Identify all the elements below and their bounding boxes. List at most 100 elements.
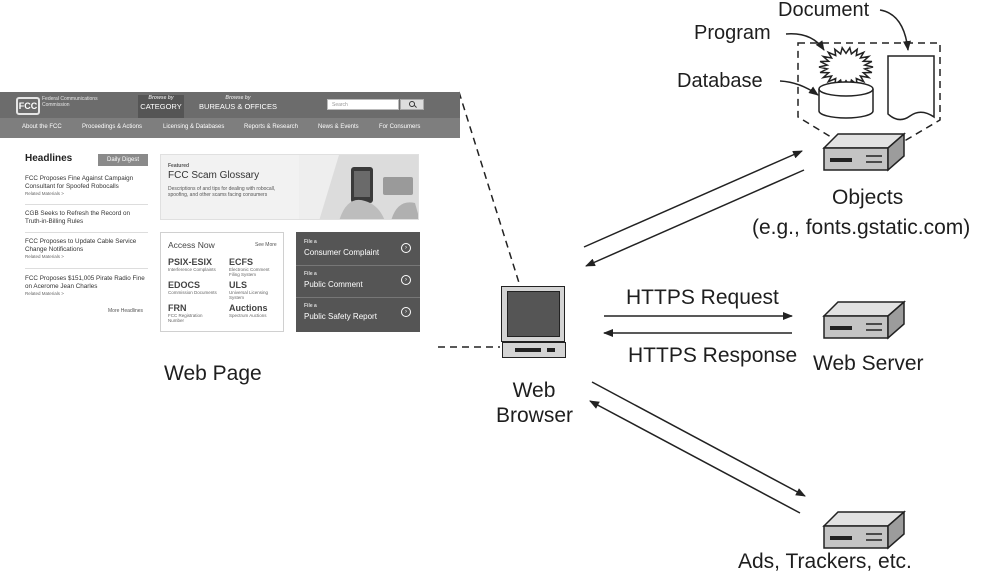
document-label: Document <box>778 0 870 21</box>
access-item[interactable]: ULS Universal Licensing System <box>229 280 279 300</box>
ads-trackers-label: Ads, Trackers, etc. <box>738 550 912 573</box>
access-item[interactable]: FRN FCC Registration Number <box>168 303 218 323</box>
web-browser-label-line2: Browser <box>496 404 574 427</box>
featured-description: Descriptions of and tips for dealing wit… <box>168 186 276 198</box>
access-now-title: Access Now <box>168 240 215 250</box>
web-browser-label-line1: Web <box>512 379 556 402</box>
file-caption: File a <box>304 303 317 309</box>
headline-related[interactable]: Related Materials > <box>25 291 64 296</box>
file-consumer-complaint-button[interactable]: File a Consumer Complaint › <box>296 234 420 266</box>
browse-bureaus-label: BUREAUS & OFFICES <box>199 102 277 111</box>
drive-led <box>547 348 555 352</box>
fcc-logo: FCC <box>16 97 40 115</box>
access-item-desc: Universal Licensing System <box>229 290 269 300</box>
browse-category-caption: Browse by <box>148 95 174 101</box>
arrow-from-objects <box>585 169 805 267</box>
access-item-desc: Spectrum Auctions <box>229 313 267 318</box>
access-now-panel: Access Now See More PSIX-ESIX Interferen… <box>160 232 284 332</box>
headline-related[interactable]: Related Materials > <box>25 254 64 259</box>
access-item-name: ULS <box>229 280 247 290</box>
access-item-desc: Electronic Comment Filing System <box>229 267 270 277</box>
nav-item-reports[interactable]: Reports & Research <box>244 124 299 130</box>
access-item[interactable]: EDOCS Commission Documents <box>168 280 218 295</box>
access-item-desc: FCC Registration Number <box>168 313 203 323</box>
objects-example-label: (e.g., fonts.gstatic.com) <box>752 216 971 239</box>
headline-title: FCC Proposes $151,005 Pirate Radio Fine … <box>25 275 145 290</box>
program-callout <box>785 33 825 51</box>
nav-item-licensing[interactable]: Licensing & Databases <box>163 124 225 130</box>
see-more-link[interactable]: See More <box>255 242 277 248</box>
more-headlines-link[interactable]: More Headlines <box>108 308 144 314</box>
nav-item-about[interactable]: About the FCC <box>22 124 62 130</box>
featured-card[interactable]: Featured FCC Scam Glossary Descriptions … <box>160 154 419 220</box>
file-caption: File a <box>304 271 317 277</box>
phone-photo-image <box>299 155 418 219</box>
objects-label: Objects <box>832 186 904 209</box>
headline-title: CGB Seeks to Refresh the Record on Truth… <box>25 210 130 225</box>
https-response-label: HTTPS Response <box>628 344 798 367</box>
web-server-label: Web Server <box>813 352 924 375</box>
search-input[interactable]: Search <box>327 99 399 110</box>
program-starburst-icon <box>818 46 874 88</box>
headline-divider <box>25 268 148 269</box>
computer-base-icon <box>502 342 566 358</box>
access-item-name: PSIX-ESIX <box>168 257 213 267</box>
file-public-comment-button[interactable]: File a Public Comment › <box>296 266 420 298</box>
daily-digest-button[interactable]: Daily Digest <box>98 154 148 166</box>
document-callout <box>879 9 911 51</box>
monitor-screen <box>507 291 560 337</box>
computer-monitor-icon <box>501 286 565 342</box>
headline-divider <box>25 204 148 205</box>
access-item[interactable]: ECFS Electronic Comment Filing System <box>229 257 279 277</box>
headline-item[interactable]: FCC Proposes $151,005 Pirate Radio Fine … <box>25 275 148 296</box>
search-button[interactable] <box>400 99 424 110</box>
arrow-right-icon: › <box>401 307 411 317</box>
file-panel: File a Consumer Complaint › File a Publi… <box>296 232 420 332</box>
database-label: Database <box>677 70 763 92</box>
headline-item[interactable]: CGB Seeks to Refresh the Record on Truth… <box>25 210 148 225</box>
file-label: Public Safety Report <box>304 312 377 321</box>
drive-slot <box>515 348 541 352</box>
nav-item-proceedings[interactable]: Proceedings & Actions <box>82 124 143 130</box>
document-icon <box>887 55 935 121</box>
web-page-screenshot: FCC Federal Communications Commission Br… <box>0 92 460 340</box>
https-request-label: HTTPS Request <box>626 286 779 309</box>
access-item[interactable]: PSIX-ESIX Interference Complaints <box>168 257 218 272</box>
headline-item[interactable]: FCC Proposes Fine Against Campaign Consu… <box>25 175 148 196</box>
main-nav: About the FCC Proceedings & Actions Lice… <box>0 118 460 138</box>
browse-category-button[interactable]: Browse by CATEGORY <box>138 95 184 118</box>
access-item-name: EDOCS <box>168 280 201 290</box>
access-item[interactable]: Auctions Spectrum Auctions <box>229 303 279 318</box>
access-item-desc: Interference Complaints <box>168 267 216 272</box>
headline-divider <box>25 232 148 233</box>
search-icon <box>409 101 415 107</box>
arrow-from-ads <box>589 400 801 514</box>
headlines-title: Headlines <box>25 153 73 164</box>
browse-category-label: CATEGORY <box>140 102 182 111</box>
database-callout <box>779 80 819 96</box>
web-page-label: Web Page <box>164 362 262 385</box>
database-icon <box>818 81 874 119</box>
arrow-to-objects <box>583 150 803 248</box>
web-browser-label: Web Browser <box>496 378 574 428</box>
featured-tag: Featured <box>168 163 190 169</box>
headline-related[interactable]: Related Materials > <box>25 191 64 196</box>
browse-bureaus-button[interactable]: Browse by BUREAUS & OFFICES <box>196 95 280 118</box>
nav-item-consumers[interactable]: For Consumers <box>379 124 421 130</box>
nav-item-news[interactable]: News & Events <box>318 124 359 130</box>
arrow-right-icon: › <box>401 275 411 285</box>
objects-container <box>797 42 941 141</box>
access-item-name: Auctions <box>229 303 268 313</box>
objects-server-icon <box>822 132 906 172</box>
program-label: Program <box>694 22 771 44</box>
featured-title: FCC Scam Glossary <box>168 170 260 181</box>
web-server-icon <box>822 300 906 340</box>
headline-item[interactable]: FCC Proposes to Update Cable Service Cha… <box>25 238 148 259</box>
file-public-safety-report-button[interactable]: File a Public Safety Report › <box>296 298 420 330</box>
arrow-right-icon: › <box>401 243 411 253</box>
access-item-desc: Commission Documents <box>168 290 217 295</box>
site-header: FCC Federal Communications Commission Br… <box>0 92 460 118</box>
arrow-to-ads <box>591 381 806 497</box>
agency-name: Federal Communications Commission <box>42 96 98 108</box>
